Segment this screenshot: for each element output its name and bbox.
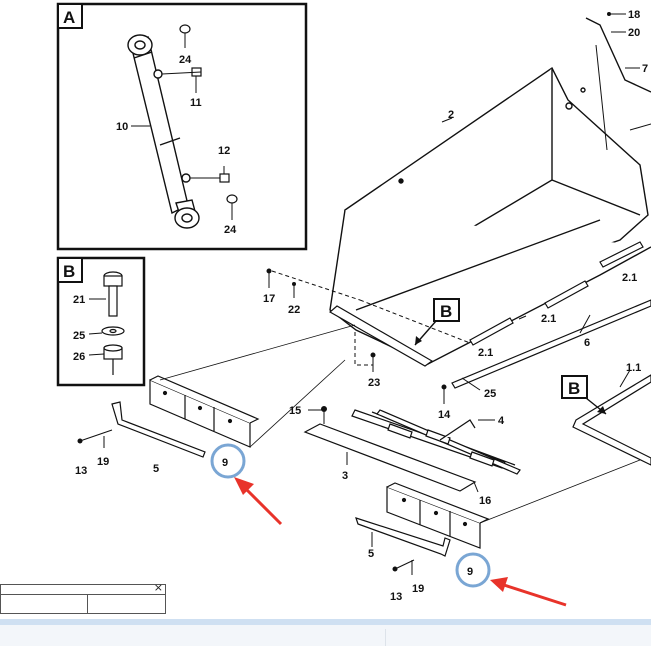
part-label-20: 20 bbox=[628, 27, 640, 39]
strip-5-left bbox=[111, 401, 206, 458]
nut-12 bbox=[219, 173, 230, 183]
grease-nipple-24-top bbox=[179, 24, 191, 34]
strip-5-right bbox=[355, 517, 451, 557]
detail-box-a-label: A bbox=[63, 8, 75, 27]
part-label-26: 26 bbox=[73, 351, 85, 363]
part-label-24b: 24 bbox=[224, 224, 237, 236]
bolt-washer-nut-stack bbox=[101, 271, 125, 375]
part-label-2-1-a: 2.1 bbox=[622, 272, 637, 284]
part-label-2-1-c: 2.1 bbox=[478, 347, 493, 359]
side-cutter-6 bbox=[451, 299, 651, 389]
callout-b-right: B bbox=[561, 375, 607, 415]
callout-b-bucket: B bbox=[414, 298, 460, 346]
part-label-23: 23 bbox=[368, 377, 380, 389]
cutting-edge-3 bbox=[303, 409, 521, 492]
part-label-19-right: 19 bbox=[412, 583, 424, 595]
part-label-17: 17 bbox=[263, 293, 275, 305]
hydraulic-cylinder bbox=[127, 34, 200, 229]
part-label-10: 10 bbox=[116, 121, 128, 133]
wear-plate-9-left bbox=[149, 375, 260, 448]
part-label-24a: 24 bbox=[179, 54, 192, 66]
part-label-9-left: 9 bbox=[222, 457, 228, 469]
part-label-7: 7 bbox=[642, 63, 648, 75]
detail-box-a: A 24 bbox=[56, 2, 308, 251]
callout-b-bucket-label: B bbox=[440, 302, 452, 321]
floating-mini-panel: × bbox=[0, 581, 166, 614]
part-label-13-right: 13 bbox=[390, 591, 402, 603]
part-label-11: 11 bbox=[190, 97, 202, 109]
part-label-2-1-b: 2.1 bbox=[541, 313, 556, 325]
part-label-3: 3 bbox=[342, 470, 348, 482]
bucket-body-2 bbox=[329, 17, 651, 365]
part-label-15: 15 bbox=[289, 405, 301, 417]
bottom-toolbar-strip bbox=[0, 619, 651, 646]
close-icon[interactable]: × bbox=[153, 581, 163, 594]
part-label-5-right: 5 bbox=[368, 548, 374, 560]
highlight-circle-9-right bbox=[455, 552, 491, 588]
toolbar-divider bbox=[385, 629, 386, 646]
part-label-21: 21 bbox=[73, 294, 85, 306]
red-arrow-left bbox=[234, 477, 283, 526]
red-arrow-right bbox=[490, 577, 567, 607]
part-label-13-left: 13 bbox=[75, 465, 87, 477]
part-label-14: 14 bbox=[438, 409, 451, 421]
part-label-19-left: 19 bbox=[97, 456, 109, 468]
callout-b-right-label: B bbox=[568, 379, 580, 398]
cutting-edge-1-1 bbox=[572, 374, 651, 466]
part-label-25: 25 bbox=[73, 330, 85, 342]
part-label-12: 12 bbox=[218, 145, 230, 157]
detail-box-b: B 21 25 26 bbox=[56, 256, 146, 387]
part-label-4: 4 bbox=[498, 415, 505, 427]
part-label-2: 2 bbox=[448, 109, 454, 121]
wear-strips-2-1 bbox=[328, 241, 651, 389]
part-label-5-left: 5 bbox=[153, 463, 159, 475]
detail-box-b-label: B bbox=[63, 262, 75, 281]
mini-panel-row bbox=[1, 594, 165, 613]
mini-panel-cell bbox=[88, 595, 164, 613]
part-label-9-right: 9 bbox=[467, 566, 473, 578]
part-label-6: 6 bbox=[584, 337, 590, 349]
grease-nipple-24-bottom bbox=[226, 194, 238, 204]
part-label-22: 22 bbox=[288, 304, 300, 316]
mini-panel-cell bbox=[1, 595, 88, 613]
part-label-25-bucket: 25 bbox=[484, 388, 496, 400]
part-label-16: 16 bbox=[479, 495, 491, 507]
bar-4 bbox=[387, 419, 495, 467]
highlight-circle-9-left bbox=[210, 443, 246, 479]
part-label-1-1: 1.1 bbox=[626, 362, 641, 374]
part-label-18: 18 bbox=[628, 9, 640, 21]
